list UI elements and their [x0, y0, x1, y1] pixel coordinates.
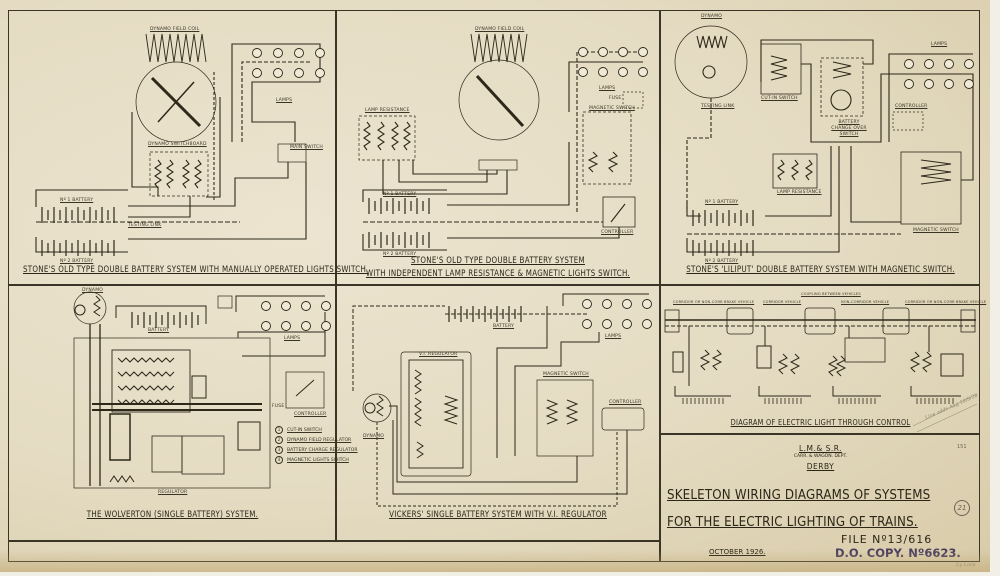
panel-caption-line-1: STONE'S OLD TYPE DOUBLE BATTERY SYSTEM — [411, 256, 585, 266]
label-battery-1: Nº 1 BATTERY — [383, 192, 417, 197]
department: CARR. & WAGON. DEPT. — [793, 454, 848, 459]
panel-stones-liliput: DYNAMO TESTING LINK CUT-IN SWITCH BATTER… — [661, 12, 980, 284]
label-regulator: REGULATOR — [158, 490, 188, 495]
panel-stones-magnetic: DYNAMO FIELD COIL LAMP RESISTANCE LAMPS … — [337, 12, 659, 284]
panel-caption: VICKERS' SINGLE BATTERY SYSTEM WITH V.I.… — [389, 510, 607, 520]
label-vehicle-3: NON-CORRIDOR VEHICLE — [841, 300, 890, 304]
drawing-title-line-1: SKELETON WIRING DIAGRAMS OF SYSTEMS — [667, 487, 931, 503]
company-name: L.M.& S.R. — [798, 444, 843, 453]
label-vi-regulator: V.I. REGULATOR — [419, 352, 458, 357]
label-field-coil: DYNAMO FIELD COIL — [150, 27, 200, 32]
panel-caption: STONE'S 'LILIPUT' DOUBLE BATTERY SYSTEM … — [686, 265, 955, 275]
label-dynamo: DYNAMO — [701, 14, 723, 19]
wiring-diagram — [352, 293, 652, 507]
label-battery: BATTERY — [493, 324, 515, 329]
pencil-mark: Ly Lorp — [956, 562, 976, 568]
label-lamps: LAMPS — [931, 42, 948, 47]
panel-caption-line-2: WITH INDEPENDENT LAMP RESISTANCE & MAGNE… — [365, 269, 631, 279]
label-controller: CONTROLLER — [294, 412, 327, 417]
label-testing-link: TESTING LINK — [128, 223, 162, 228]
label-fuse: FUSE — [609, 96, 622, 101]
label-controller: CONTROLLER — [895, 104, 928, 109]
copy-number-stamp: D.O. COPY. Nº6623. — [835, 546, 961, 560]
label-battery: BATTERY — [148, 328, 170, 333]
divider — [8, 284, 980, 286]
corner-mark: 151 — [957, 444, 967, 450]
wiring-diagram — [73, 291, 331, 489]
label-lamp-resistance: LAMP RESISTANCE — [777, 190, 822, 195]
location: DERBY — [806, 462, 835, 471]
label-vehicle-4: CORRIDOR OR NON-CORR BRAKE VEHICLE — [905, 300, 987, 304]
label-lamps: LAMPS — [276, 98, 293, 103]
wiring-diagram — [664, 307, 978, 433]
panel-through-control: CORRIDOR OR NON-CORR BRAKE VEHICLE CORRI… — [661, 286, 986, 433]
drawing-date: OCTOBER 1926. — [709, 548, 766, 556]
label-switchboard: DYNAMO SWITCHBOARD — [148, 142, 207, 147]
label-field-coil: DYNAMO FIELD COIL — [475, 27, 525, 32]
divider — [335, 10, 337, 540]
panel-caption: DIAGRAM OF ELECTRIC LIGHT THROUGH CONTRO… — [730, 418, 911, 427]
divider — [659, 433, 980, 435]
wiring-diagram — [358, 33, 648, 251]
label-magnetic-switch: MAGNETIC SWITCH — [589, 106, 635, 111]
drawing-border — [8, 10, 980, 562]
label-controller: CONTROLLER — [601, 230, 634, 235]
label-vehicle-2: CORRIDOR VEHICLE — [763, 300, 802, 304]
wiring-diagram — [35, 33, 325, 256]
label-coupling: COUPLING BETWEEN VEHICLES — [801, 292, 861, 296]
file-number: FILE Nº13/616 — [841, 533, 933, 546]
divider — [659, 10, 661, 562]
label-vehicle-1: CORRIDOR OR NON-CORR BRAKE VEHICLE — [673, 300, 755, 304]
label-battery-1: Nº 1 BATTERY — [60, 198, 94, 203]
panel-vickers: BATTERY LAMPS V.I. REGULATOR MAGNETIC SW… — [337, 286, 659, 540]
label-cut-in-switch: CUT-IN SWITCH — [761, 96, 798, 101]
label-lamps: LAMPS — [599, 86, 616, 91]
panel-caption: STONE'S OLD TYPE DOUBLE BATTERY SYSTEM W… — [23, 265, 369, 275]
panel-stones-manual: DYNAMO FIELD COIL DYNAMO SWITCHBOARD LAM… — [10, 12, 369, 284]
label-lamps: LAMPS — [284, 336, 301, 341]
label-battery-2: Nº 2 BATTERY — [383, 252, 417, 257]
drawing-title-line-2: FOR THE ELECTRIC LIGHTING OF TRAINS. — [667, 514, 918, 530]
panel-caption: THE WOLVERTON (SINGLE BATTERY) SYSTEM. — [86, 510, 259, 520]
label-battery-1: Nº 1 BATTERY — [705, 200, 739, 205]
label-changeover-switch: BATTERY CHANGE OVER SWITCH — [831, 120, 867, 137]
label-dynamo: DYNAMO — [363, 434, 385, 439]
label-fuse: FUSE — [272, 404, 285, 409]
wiring-diagram — [674, 25, 974, 256]
label-magnetic-switch: MAGNETIC SWITCH — [913, 228, 959, 233]
circled-sheet-mark: 21 — [954, 500, 970, 516]
label-main-switch: MAIN SWITCH — [290, 145, 323, 150]
label-dynamo: DYNAMO — [82, 288, 104, 293]
label-battery-2: Nº 2 BATTERY — [705, 259, 739, 264]
label-magnetic-switch: MAGNETIC SWITCH — [543, 372, 589, 377]
divider — [8, 540, 660, 542]
title-block: L.M.& S.R. CARR. & WAGON. DEPT. DERBY SK… — [661, 435, 980, 562]
label-battery-2: Nº 2 BATTERY — [60, 259, 94, 264]
label-testing-link: TESTING LINK — [701, 104, 735, 109]
label-lamps: LAMPS — [605, 334, 622, 339]
label-controller: CONTROLLER — [609, 400, 642, 405]
label-lamp-resistance: LAMP RESISTANCE — [365, 108, 410, 113]
